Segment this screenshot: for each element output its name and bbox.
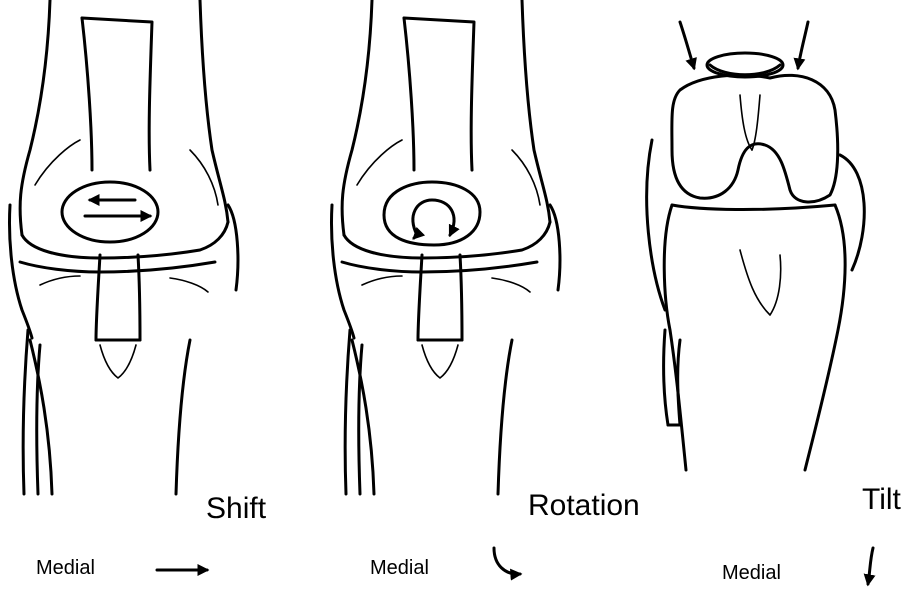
- patella: [384, 182, 480, 245]
- knee-illustration-tilt: [647, 22, 865, 470]
- knee-illustration-rotation: [332, 0, 560, 494]
- panel-title: Shift: [206, 492, 267, 525]
- direction-label: Medial: [370, 557, 429, 579]
- shift-panel: Shift Medial: [10, 0, 267, 579]
- tilt-panel: Tilt Medial: [647, 22, 902, 584]
- panel-title: Rotation: [528, 489, 640, 522]
- tilt-left-arrow-icon: [680, 22, 694, 68]
- patella: [62, 182, 158, 242]
- curved-arrow-icon: [494, 548, 520, 574]
- panel-title: Tilt: [862, 483, 902, 516]
- down-arrow-icon: [868, 548, 873, 584]
- direction-label: Medial: [722, 562, 781, 584]
- knee-illustration-shift: [10, 0, 238, 494]
- rotation-panel: Rotation Medial: [332, 0, 640, 579]
- tilt-right-arrow-icon: [798, 22, 808, 68]
- direction-label: Medial: [36, 557, 95, 579]
